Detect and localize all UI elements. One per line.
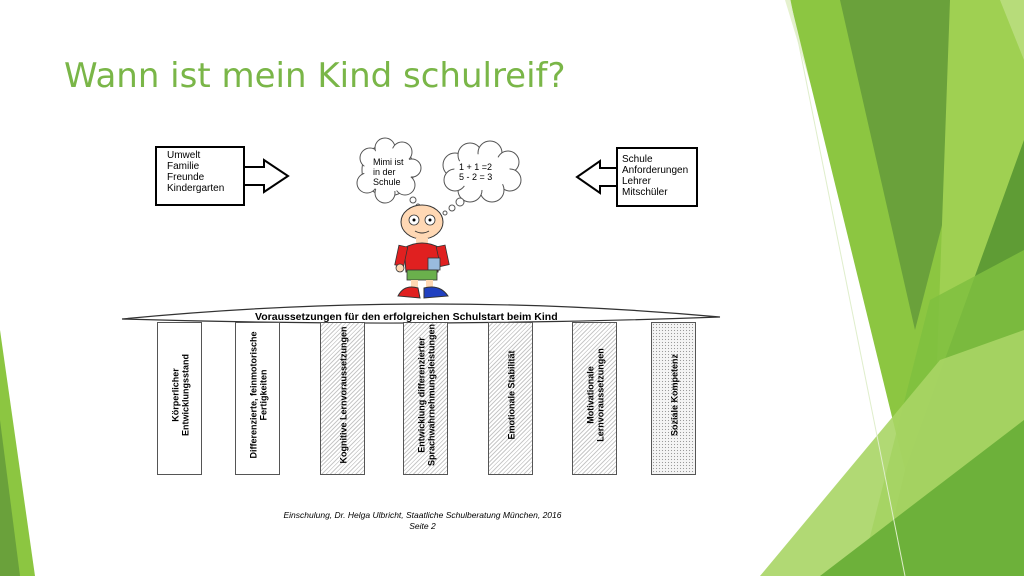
slide-title: Wann ist mein Kind schulreif? [64, 56, 566, 96]
pillar: Emotionale Stabilität [488, 322, 533, 475]
source-caption: Einschulung, Dr. Helga Ulbricht, Staatli… [280, 510, 565, 532]
pillar: Entwicklung differenzierter Sprachwahrne… [403, 322, 448, 475]
left-box-text: Umwelt Familie Freunde Kindergarten [167, 150, 224, 194]
right-box-line: Schule [622, 154, 653, 165]
right-box-line: Lehrer [622, 176, 651, 187]
pillar-label-line: Lernvoraussetzungen [595, 348, 606, 442]
pillar: Kognitive Lernvoraussetzungen [320, 322, 365, 475]
caption-line: Einschulung, Dr. Helga Ulbricht, Staatli… [283, 510, 562, 520]
right-box [616, 147, 698, 207]
left-pointing-arrow [575, 159, 618, 195]
thought-cloud-child [356, 137, 422, 209]
right-box-line: Anforderungen [622, 165, 689, 176]
cloud-child-line: Mimi ist [373, 157, 404, 167]
pillar-label-line: Fertigkeiten [258, 369, 269, 421]
cloud-math-text: 1 + 1 =2 5 - 2 = 3 [459, 162, 492, 182]
pillar: Differenzierte, feinmotorische Fertigkei… [235, 322, 280, 475]
pillar-label-line: Soziale Kompetenz [669, 354, 680, 437]
pillar-label-line: Differenzierte, feinmotorische [248, 331, 259, 459]
pillar-label: Motivationale Lernvoraussetzungen [586, 323, 606, 468]
pillar-label-line: Entwicklung differenzierter [416, 337, 427, 453]
pillar-label-line: Emotionale Stabilität [506, 350, 517, 440]
pillar-label-line: Motivationale [585, 366, 596, 424]
right-box-text: Schule Anforderungen Lehrer Mitschüler [622, 154, 688, 198]
left-box-line: Familie [167, 161, 200, 172]
pillar-label-line: Entwicklungsstand [180, 354, 191, 437]
bridge-platform [121, 303, 721, 324]
pillar-label: Kognitive Lernvoraussetzungen [339, 323, 349, 468]
pillar-label: Entwicklung differenzierter Sprachwahrne… [417, 323, 437, 468]
cloud-math-line: 5 - 2 = 3 [459, 172, 493, 182]
left-box-line: Kindergarten [167, 183, 225, 194]
pillar-label: Emotionale Stabilität [507, 323, 517, 468]
left-box-line: Umwelt [167, 150, 201, 161]
bridge-title: Voraussetzungen für den erfolgreichen Sc… [255, 311, 558, 323]
right-box-line: Mitschüler [622, 187, 668, 198]
cloud-child-text: Mimi ist in der Schule [373, 157, 404, 187]
pillar-label-line: Sprachwahrnehmungsleistungen [426, 323, 437, 467]
cloud-child-line: Schule [373, 177, 401, 187]
pillar: Körperlicher Entwicklungsstand [157, 322, 202, 475]
right-pointing-arrow [243, 158, 290, 194]
pillar-label-line: Kognitive Lernvoraussetzungen [338, 326, 349, 464]
pillar: Motivationale Lernvoraussetzungen [572, 322, 617, 475]
thought-cloud-math [442, 140, 522, 216]
child-figure [394, 204, 450, 299]
left-box-line: Freunde [167, 172, 205, 183]
pillar-label: Körperlicher Entwicklungsstand [171, 323, 191, 468]
caption-line: Seite 2 [409, 521, 436, 531]
pillar-label: Differenzierte, feinmotorische Fertigkei… [249, 323, 269, 468]
pillar: Soziale Kompetenz [651, 322, 696, 475]
pillar-label: Soziale Kompetenz [670, 323, 680, 468]
cloud-math-line: 1 + 1 =2 [459, 162, 493, 172]
cloud-child-line: in der [373, 167, 396, 177]
pillar-label-line: Körperlicher [170, 368, 181, 422]
